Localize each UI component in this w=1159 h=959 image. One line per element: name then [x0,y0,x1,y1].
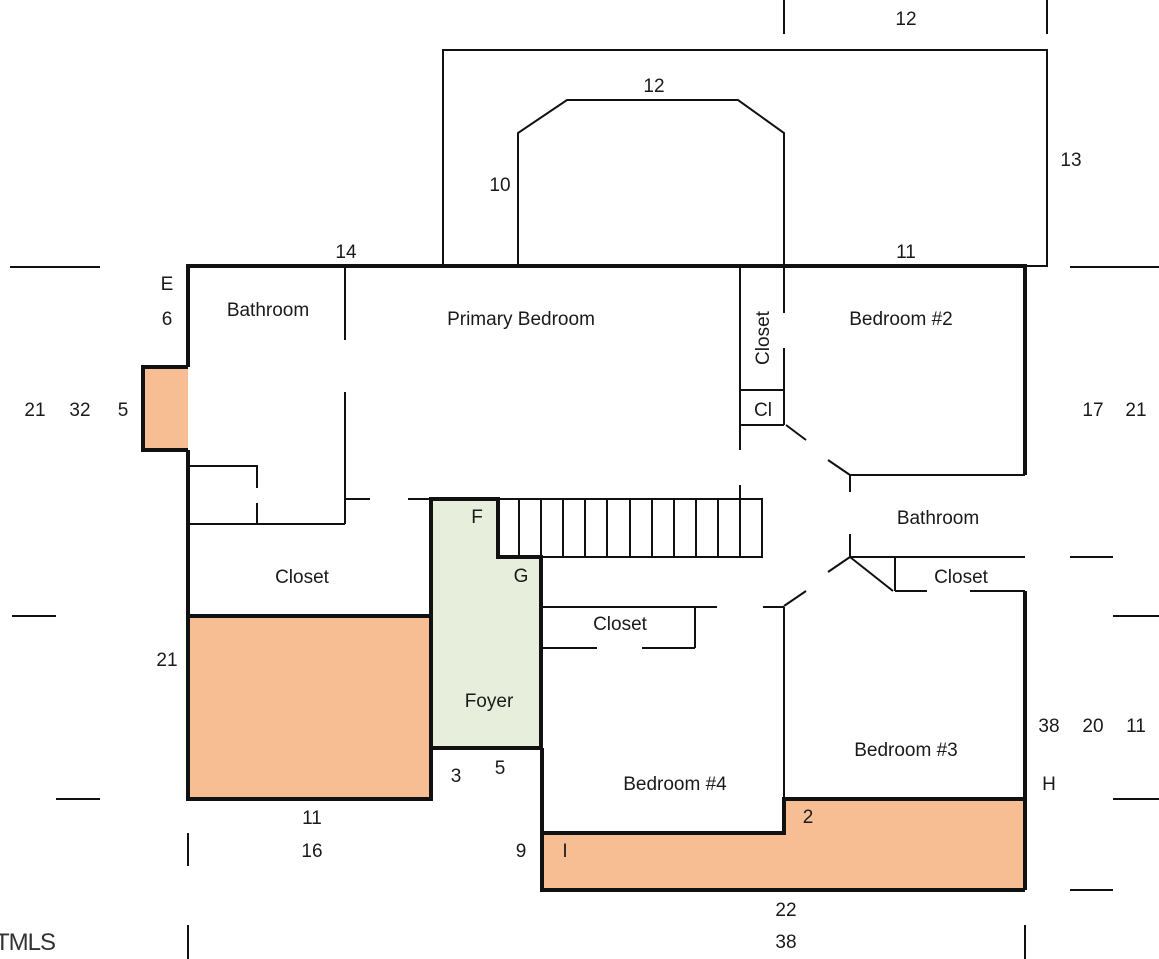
dim-left-32: 32 [69,400,90,421]
dim-step-5: 5 [495,758,506,779]
room-label-closet-vertical: Closet [753,310,774,365]
upper-outline [442,49,1048,425]
point-label-f: F [471,507,483,528]
room-label-bathroom-main: Bathroom [227,300,309,321]
point-label-h: H [1042,774,1056,795]
dim-bay-top: 12 [643,76,664,97]
dim-bottom-38: 38 [775,932,796,953]
point-label-g: G [514,566,529,587]
dim-left-5: 5 [118,400,129,421]
dimension-lines [10,0,1159,959]
foyer-shading [431,499,541,748]
room-label-closet-right: Closet [934,567,989,588]
garage-shading-left [188,616,431,799]
dim-bottom-16: 16 [301,841,322,862]
room-label-primary-bedroom: Primary Bedroom [447,309,595,330]
watermark-text: TMLS [0,929,55,956]
dim-upper-right: 13 [1060,150,1081,171]
point-label-i: I [562,841,567,862]
point-label-e: E [161,274,174,295]
dim-bottom-11: 11 [302,808,322,829]
dim-left-lower: 21 [156,650,177,671]
bump-out-shading [143,367,188,450]
dim-bay-side: 10 [489,175,510,196]
dim-right-21: 21 [1125,400,1146,421]
dim-left-e: 6 [162,309,173,330]
dim-right-38: 38 [1038,716,1059,737]
dim-small-2: 2 [803,807,814,828]
dim-bottom-22: 22 [775,900,796,921]
dim-top-left: 14 [335,242,357,263]
room-label-bedroom-2: Bedroom #2 [849,309,953,330]
dim-top-outer: 12 [895,9,916,30]
room-label-bathroom-2: Bathroom [897,508,979,529]
garage-shading-bottom [542,799,1025,890]
room-label-closet-left: Closet [275,567,330,588]
exterior-walls [141,264,1027,892]
dim-right-17: 17 [1082,400,1103,421]
dim-right-20: 20 [1082,716,1103,737]
dim-bottom-9: 9 [516,841,527,862]
staircase [497,498,763,558]
interior-walls [188,266,1025,799]
room-label-foyer: Foyer [465,691,514,712]
room-label-bedroom-3: Bedroom #3 [854,740,958,761]
dim-step-3: 3 [451,766,462,787]
dim-left-21: 21 [24,400,45,421]
room-label-closet-middle: Closet [593,614,648,635]
room-label-closet-small: Cl [754,400,772,421]
room-label-bedroom-4: Bedroom #4 [623,774,727,795]
dim-right-11: 11 [1126,716,1146,737]
dim-top-right: 11 [896,242,916,263]
